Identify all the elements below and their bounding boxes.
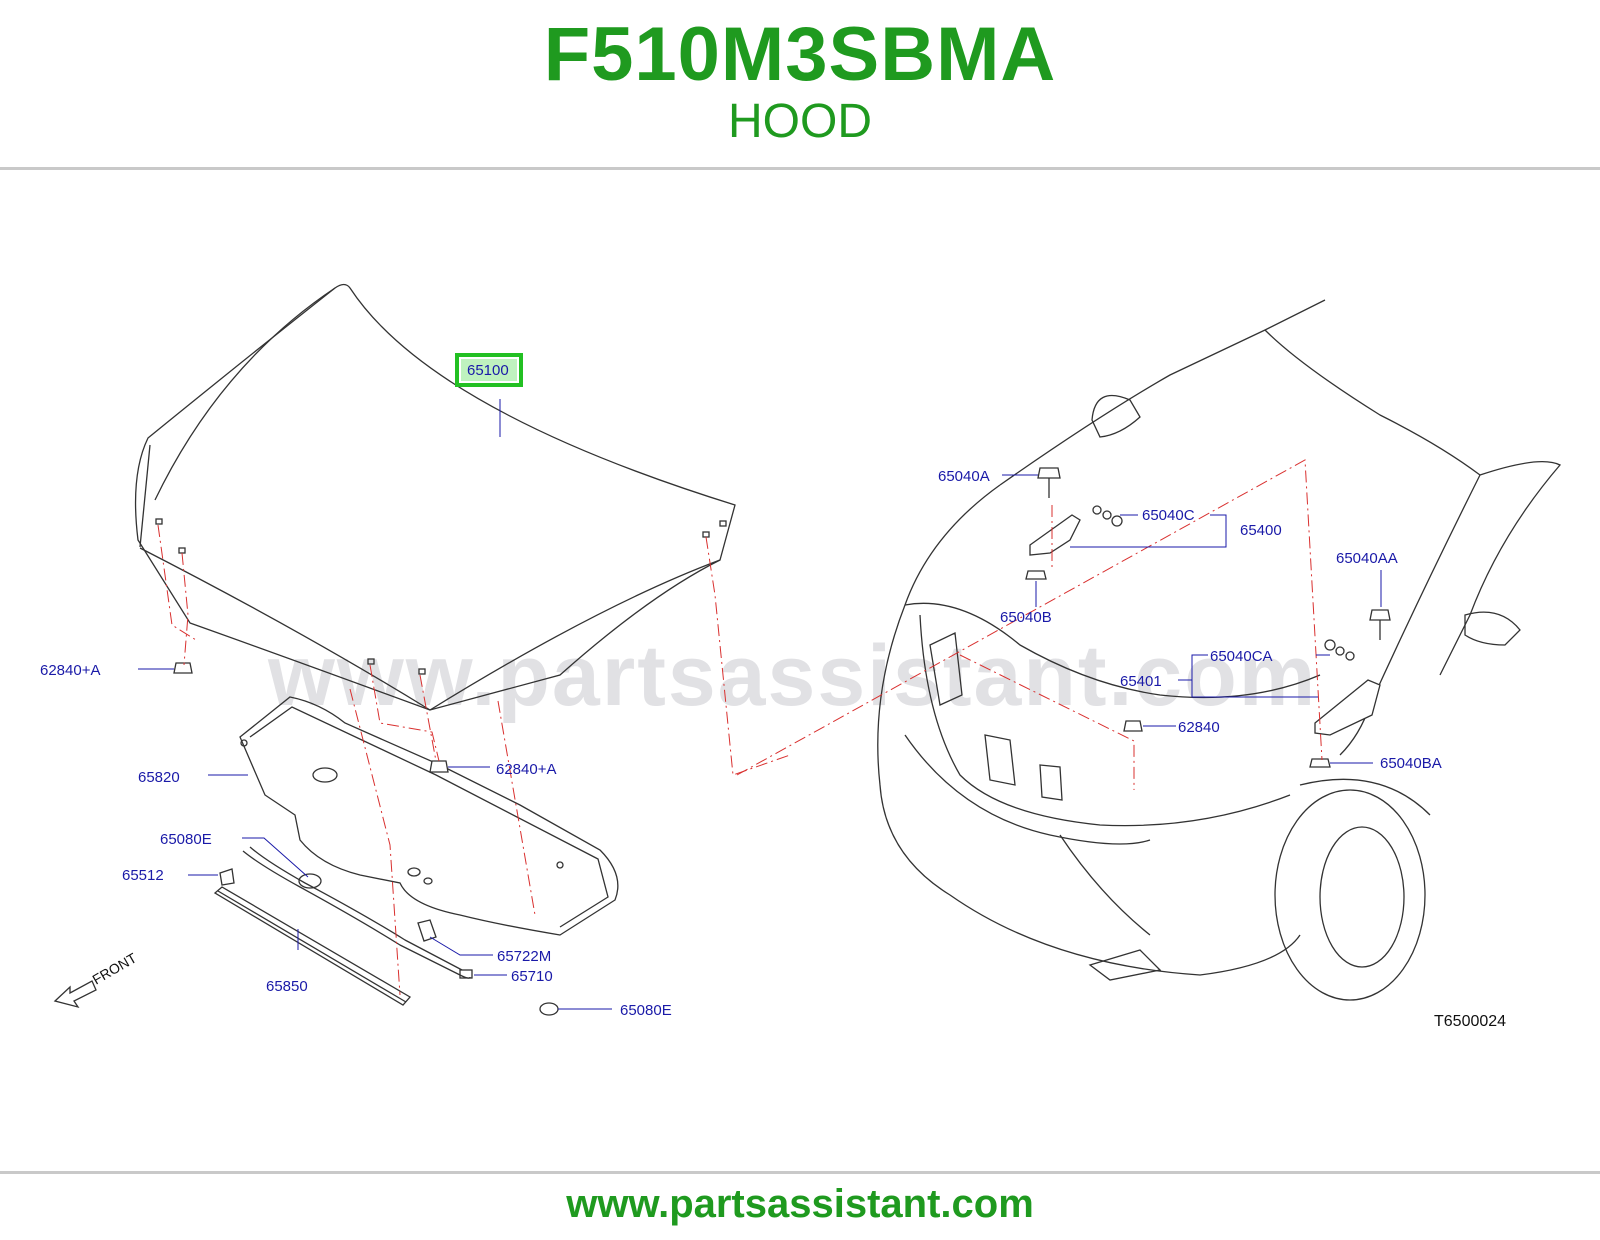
callout-65710[interactable]: 65710: [511, 968, 553, 985]
front-label: FRONT: [90, 949, 140, 987]
right-alignment-lines: [736, 459, 1323, 790]
callout-65040b[interactable]: 65040B: [1000, 609, 1052, 626]
callout-65040a[interactable]: 65040A: [938, 468, 990, 485]
hood-insulator-drawing: [239, 696, 619, 936]
callout-65400[interactable]: 65400: [1240, 522, 1282, 539]
callout-62840-a-left[interactable]: 62840+A: [40, 662, 100, 679]
callout-65722m[interactable]: 65722M: [497, 948, 551, 965]
callout-65040c[interactable]: 65040C: [1142, 507, 1195, 524]
callout-65040ca[interactable]: 65040CA: [1210, 648, 1273, 665]
hinge-right-part: [1314, 679, 1381, 736]
vehicle-front-drawing: [877, 299, 1562, 1001]
hood-panel-drawing: [134, 283, 736, 711]
nut-left-2: [1102, 510, 1112, 520]
callout-65080e-upper[interactable]: 65080E: [160, 831, 212, 848]
front-arrow: FRONT: [53, 949, 140, 1009]
seal-and-cable-drawing: [213, 846, 559, 1016]
watermark: www.partsassistant.com: [267, 628, 1317, 724]
callout-65850[interactable]: 65850: [266, 978, 308, 995]
callout-65512[interactable]: 65512: [122, 867, 164, 884]
hinge-left-part: [1029, 514, 1081, 556]
grommet-mid-part: [429, 760, 449, 773]
callout-65040ba[interactable]: 65040BA: [1380, 755, 1442, 772]
callout-65401[interactable]: 65401: [1120, 673, 1162, 690]
illustration-code: T6500024: [1434, 1013, 1506, 1030]
nut-right-3: [1345, 651, 1355, 661]
nut-right-2: [1335, 646, 1345, 656]
footer-site-link[interactable]: www.partsassistant.com: [566, 1182, 1034, 1226]
footer-divider: [0, 1171, 1600, 1174]
callout-62840-a-mid[interactable]: 62840+A: [496, 761, 556, 778]
callout-65080e-lower[interactable]: 65080E: [620, 1002, 672, 1019]
bumper-stop-part: [1123, 720, 1143, 732]
leader-lines: [138, 399, 1382, 1010]
nut-left-3: [1111, 515, 1123, 527]
parts-diagram-svg: www.partsassistant.com: [40, 283, 1562, 1030]
model-code: F510M3SBMA: [543, 12, 1057, 97]
nut-right-1: [1324, 639, 1336, 651]
callout-62840[interactable]: 62840: [1178, 719, 1220, 736]
callout-65820[interactable]: 65820: [138, 769, 180, 786]
highlight-box-hood: [455, 353, 523, 387]
highlight-fill-hood: [461, 359, 517, 381]
callout-65100[interactable]: 65100: [467, 362, 509, 379]
page-header: F510M3SBMA HOOD: [0, 0, 1600, 170]
grommet-left-part: [173, 662, 193, 674]
nut-left-1: [1092, 505, 1102, 515]
left-alignment-lines: [157, 524, 791, 996]
section-title: HOOD: [728, 95, 872, 148]
bolt-right-part: [1369, 609, 1391, 621]
header-divider: [0, 167, 1600, 170]
nut-b-left-part: [1025, 570, 1047, 580]
bolt-left-part: [1037, 467, 1061, 479]
nut-b-right-part: [1309, 758, 1331, 768]
callout-65040aa[interactable]: 65040AA: [1336, 550, 1398, 567]
parts-diagram: www.partsassistant.com: [0, 175, 1600, 1165]
